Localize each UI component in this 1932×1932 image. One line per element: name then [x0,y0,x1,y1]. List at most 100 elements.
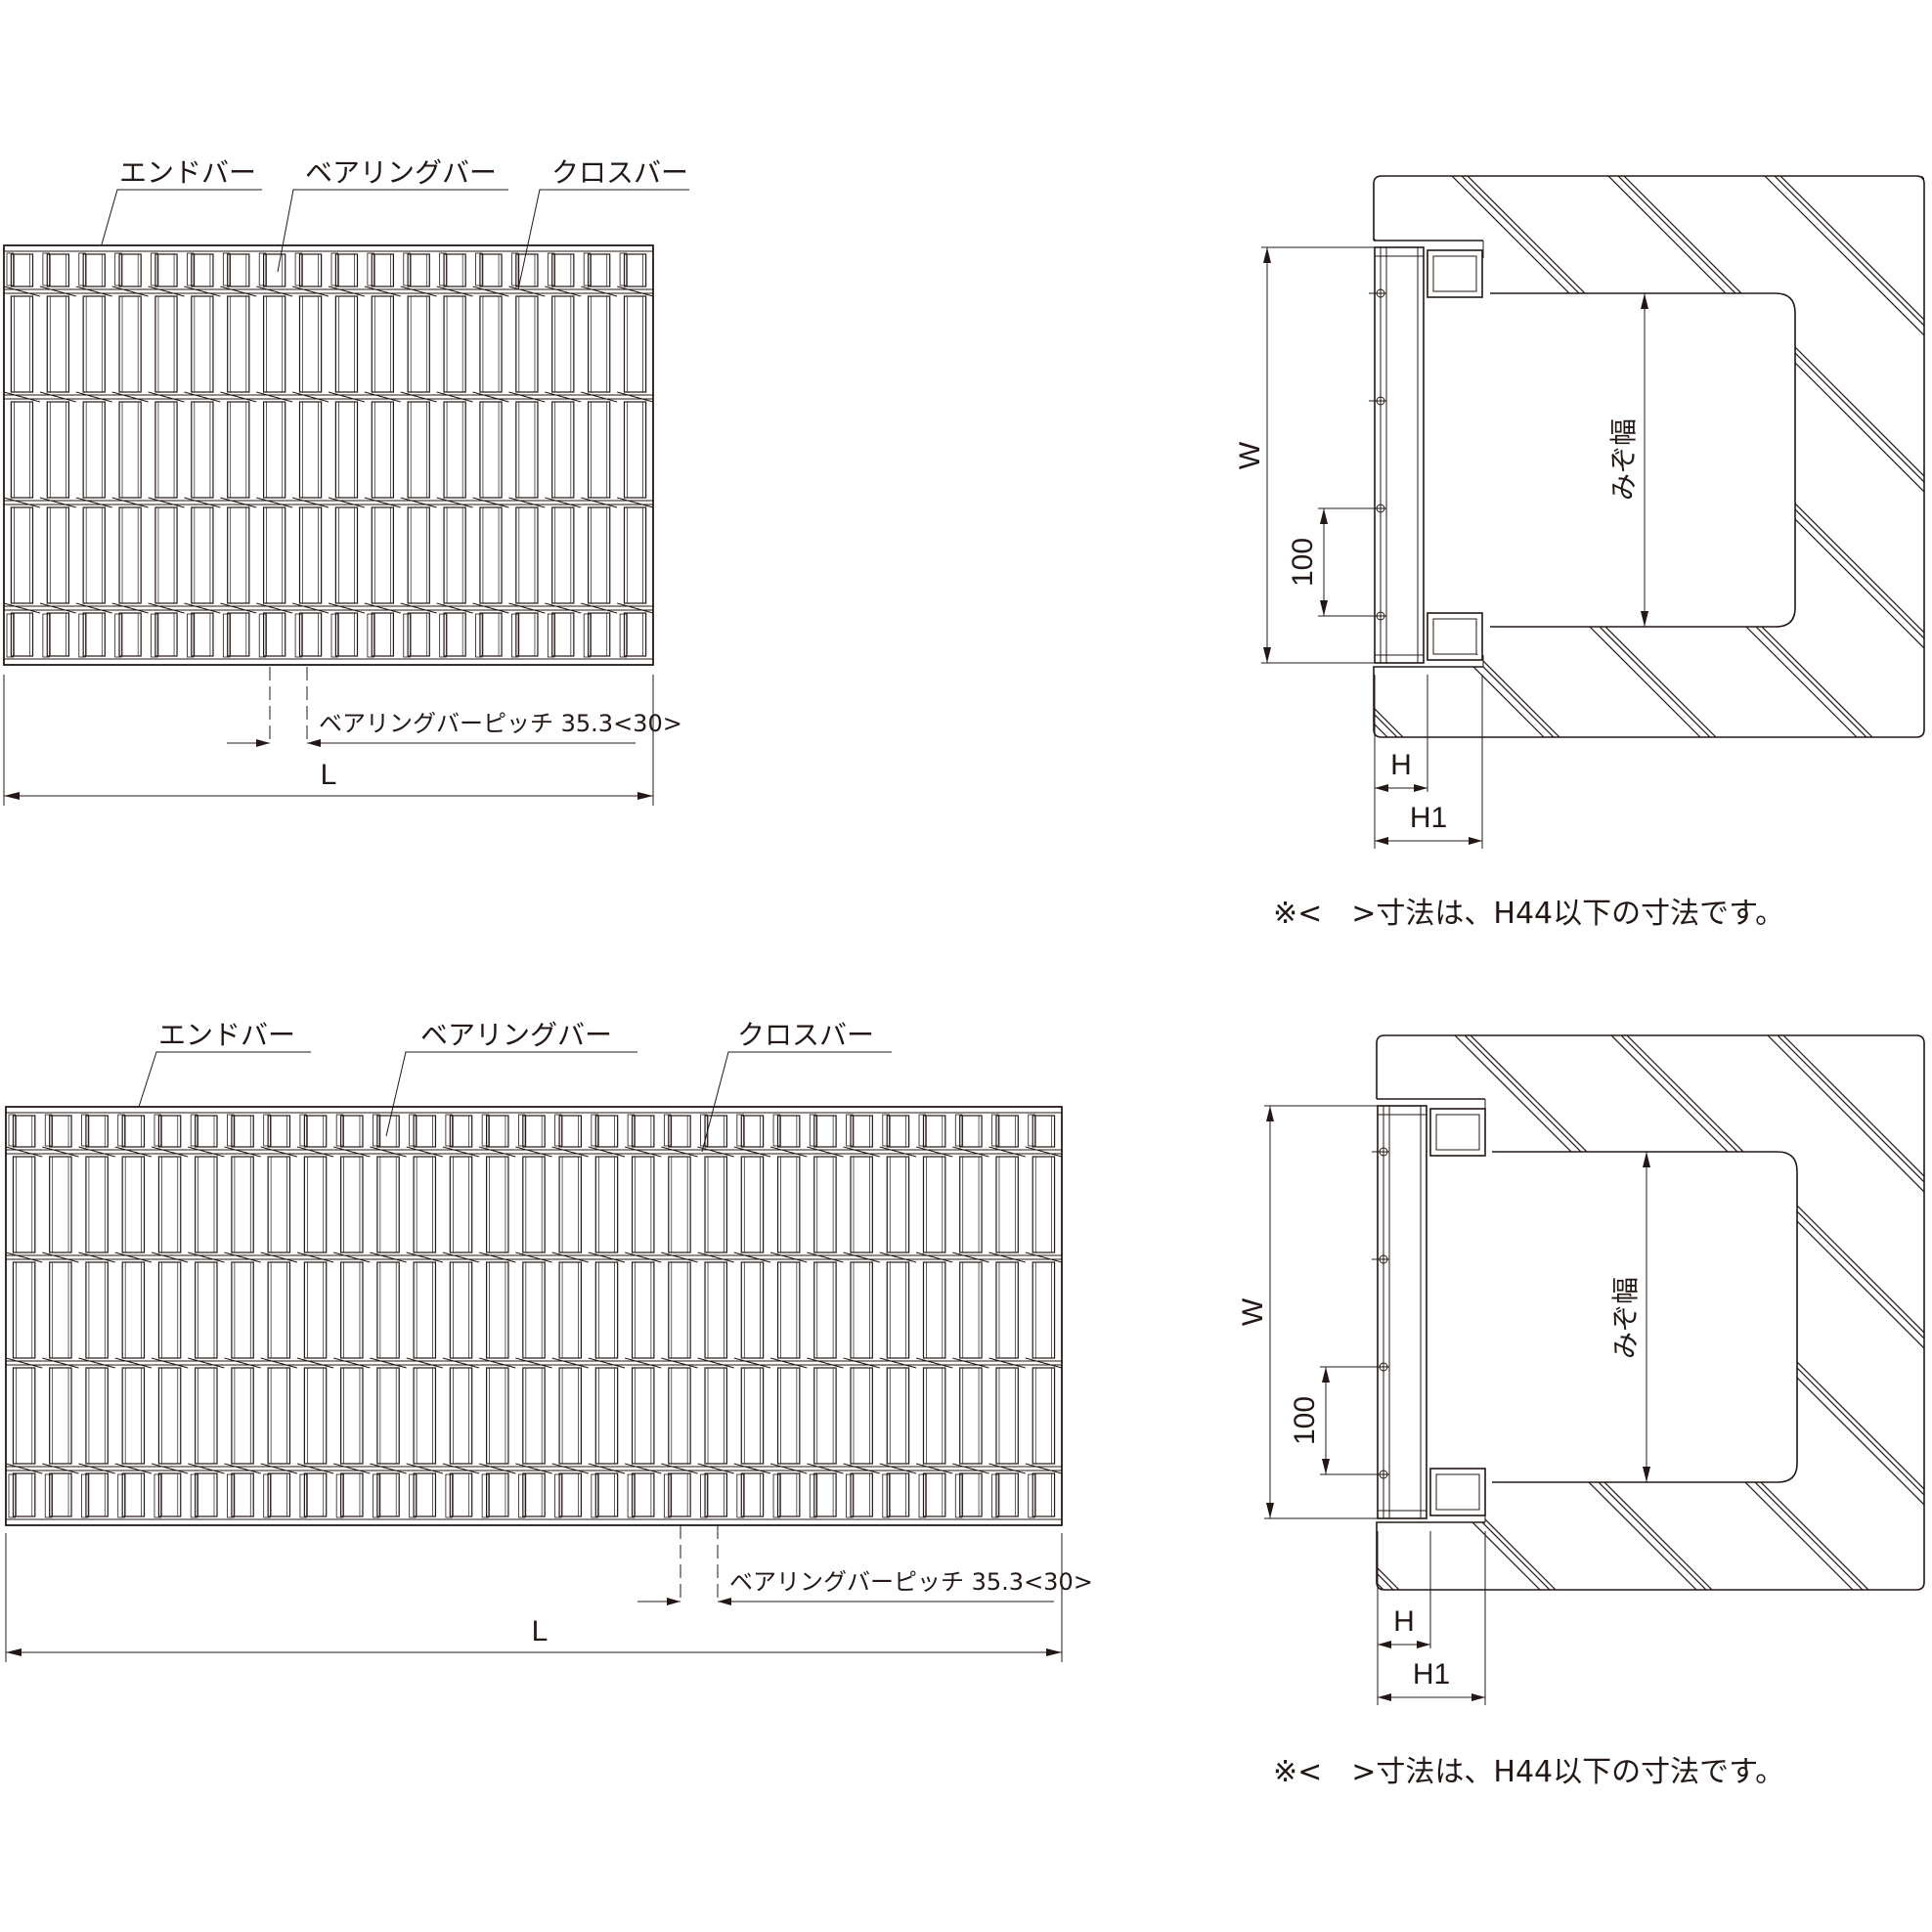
cross-bar-twist [1025,1146,1063,1158]
cross-bar-marks [1369,288,1386,621]
cross-bar-twist [472,285,509,297]
cross-bar-twist [545,497,582,508]
w-dimension [1261,246,1375,664]
bearing-bar-segment [886,1156,910,1253]
cross-bar-twist [661,1251,698,1263]
cross-bar-twist [114,1251,153,1263]
bearing-bar-segment [46,506,69,604]
h-label: H [1393,1605,1415,1638]
bearing-bar-segment [594,1115,619,1148]
cross-bar-twist [442,1463,480,1474]
length-dimension [3,675,654,806]
bearing-bar-segment [551,401,575,499]
bearing-bar-segment [298,506,323,604]
bearing-bar-segment [85,1261,109,1359]
cross-bar-twist [581,497,618,508]
bearing-bar-segment [376,1367,400,1465]
bearing-bar-segment [479,506,503,604]
cross-bar-twist [42,1463,79,1474]
leader-end-bar [138,1051,311,1108]
bearing-bar-segment [334,295,359,393]
bearing-bar-segment [413,1115,437,1148]
bearing-bar-segment [227,612,250,657]
cross-bar-twist [296,1463,334,1474]
bearing-bar-segment [303,1367,328,1465]
h1-label: H1 [1413,1658,1450,1690]
bearing-bar-segment [443,253,466,287]
bearing-bar-segment [668,1261,691,1359]
cross-bar-twist [661,1146,698,1158]
bearing-bar-segment [10,612,34,657]
bearing-bar-segment [623,612,647,657]
cross-bar-twist [478,1146,516,1158]
cross-bar-twist [111,602,149,614]
bearing-bar-segment [191,506,214,604]
bearing-bar-segment [303,1156,328,1253]
concrete-outline [1376,1034,1925,1591]
bearing-bar-segment [623,295,647,393]
cross-bar-twist [364,497,401,508]
cross-bar-twist [220,602,257,614]
cross-bar-twist [515,1146,552,1158]
bearing-bar-segment [407,295,430,393]
bearing-bar-segment [594,1472,619,1517]
grating-plan-view-top: エンドバー ベアリングバー クロスバー ベアリングバーピッチ 35.3<30> … [3,156,689,806]
bearing-bar-segment [668,1367,691,1465]
bearing-bar-segment [959,1367,983,1465]
cross-bar-twist [551,1357,590,1369]
bearing-bar-segment [231,1156,254,1253]
bearing-bar-segment [959,1115,983,1148]
cross-bar-twist [1025,1463,1063,1474]
cross-bar-twist [256,285,293,297]
leader-bearing-bar [277,189,508,273]
cross-bar-twist [148,285,185,297]
cross-bar-twist [291,497,329,508]
bearing-bar-segment [12,1115,36,1148]
cross-bar-twist [370,1251,407,1263]
bearing-bar-segment [886,1367,910,1465]
bearing-bar-segment [191,612,214,657]
bearing-bar-segment [227,253,250,287]
cross-bar-twist [148,391,185,403]
cross-bar-twist [442,1357,480,1369]
bearing-bar-segment [10,401,34,499]
leader-end-bar [101,189,262,245]
cross-bar-twist [78,1463,115,1474]
bearing-bar-segment [298,612,323,657]
bearing-bar-segment [82,506,106,604]
cross-bar-twist [151,1251,189,1263]
cross-bar-twist [733,1251,771,1263]
cross-bar-twist [5,1463,43,1474]
cross-bar-twist [545,285,582,297]
bearing-bar-segment [376,1472,400,1517]
grating-frame [3,244,654,666]
cross-bar-twist [843,1146,880,1158]
cross-bar-twist [436,391,473,403]
cross-bar-twist [256,391,293,403]
cross-bar-twist [406,1357,444,1369]
cross-bar-twist [661,1463,698,1474]
bearing-bar-segment [443,295,466,393]
grating-frame [5,1106,1063,1526]
dimension-note: ※< >寸法は、H44以下の寸法です。 [1273,897,1784,931]
bearing-bar-segment [623,401,647,499]
cross-bar-twist [184,285,221,297]
bearing-bar-segment [413,1261,437,1359]
bearing-bar-segment [46,295,69,393]
bearing-bar-segment [587,401,611,499]
cross-bar-twist [988,1251,1026,1263]
bearing-bar-segment [594,1156,619,1253]
length-dimension [5,1533,1063,1662]
bearing-bar-segment [263,295,286,393]
bearing-bar-segment [522,1261,546,1359]
leader-cross-bar [701,1051,892,1153]
w-label: W [1237,1297,1269,1326]
cross-bar-twist [472,602,509,614]
bearing-bar-segment [587,295,611,393]
cross-bar-twist [478,1357,516,1369]
cross-bar-twist [545,391,582,403]
grating-bars [3,244,654,666]
cross-bar-twist [188,1146,225,1158]
cross-bar-twist [1025,1357,1063,1369]
cross-bar-twist [508,391,546,403]
